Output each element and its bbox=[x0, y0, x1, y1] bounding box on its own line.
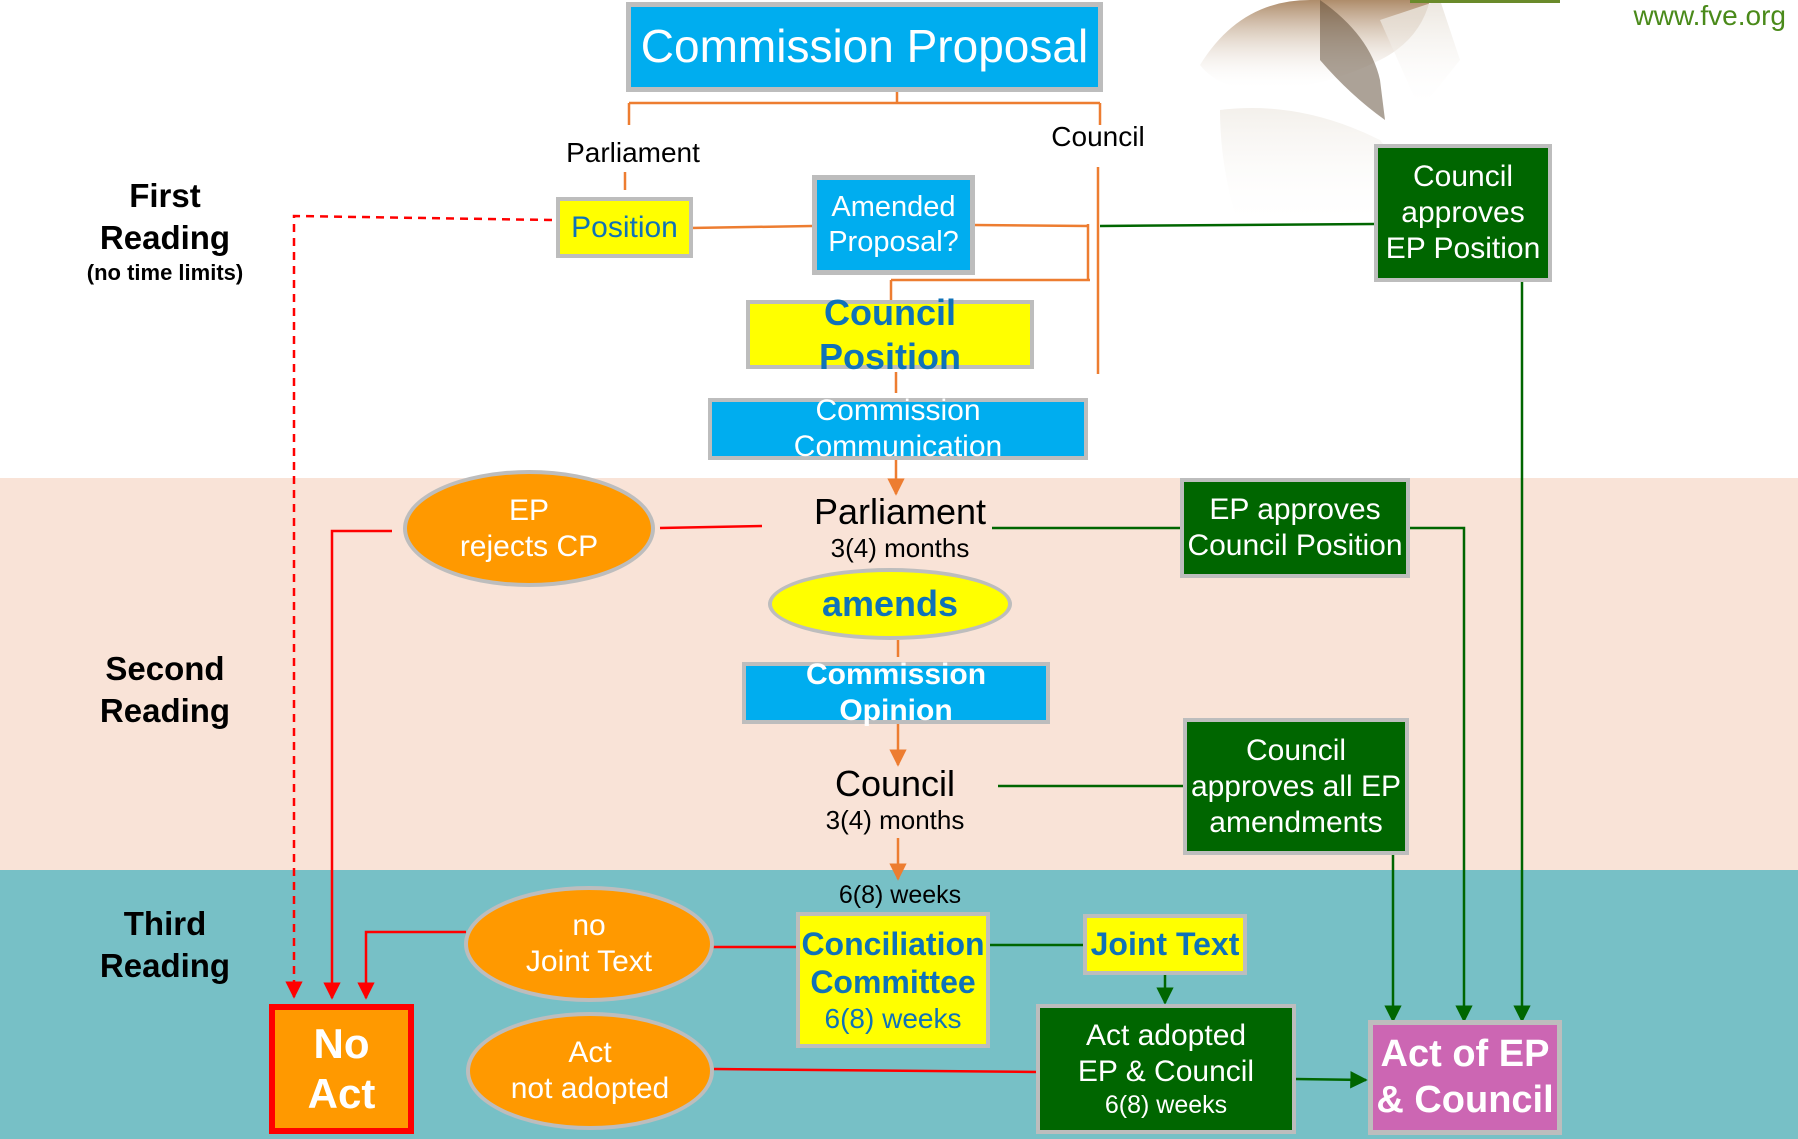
act-adopted-line1: Act adopted bbox=[1085, 1019, 1247, 1052]
amended-proposal-line1: Amended bbox=[831, 191, 956, 224]
council-approves-all-line1: Council bbox=[1245, 733, 1347, 767]
first-reading-title-2: Reading bbox=[99, 219, 231, 257]
ep-position-text: Position bbox=[571, 210, 678, 244]
council-approves-line2: approves bbox=[1401, 196, 1525, 229]
council-approves-line1: Council bbox=[1412, 160, 1514, 193]
commission-communication-text: Commission Communication bbox=[793, 394, 1003, 463]
council-second-reading: Council 3(4) months bbox=[790, 762, 1000, 836]
ep-rejects-cp-ellipse[interactable]: EP rejects CP bbox=[403, 470, 655, 587]
third-reading-label: Third Reading bbox=[60, 903, 270, 987]
amends-text: amends bbox=[821, 583, 959, 625]
conciliation-committee-box[interactable]: Conciliation Committee 6(8) weeks bbox=[796, 912, 990, 1048]
ep-rejects-line2: rejects CP bbox=[459, 529, 599, 563]
parliament-label-first: Parliament bbox=[566, 137, 700, 168]
amended-proposal-line2: Proposal? bbox=[828, 226, 959, 258]
no-joint-text-line1: no bbox=[572, 909, 606, 942]
ep-approves-council-position-box[interactable]: EP approves Council Position bbox=[1180, 478, 1410, 578]
act-of-ep-council-box[interactable]: Act of EP & Council bbox=[1368, 1020, 1562, 1135]
commission-opinion-box[interactable]: Commission Opinion bbox=[742, 658, 1050, 727]
second-reading-title-1: Second bbox=[105, 650, 225, 687]
commission-opinion-text: Commission Opinion bbox=[805, 658, 987, 727]
act-adopted-box[interactable]: Act adopted EP & Council 6(8) weeks bbox=[1036, 1004, 1296, 1134]
second-reading-label: Second Reading bbox=[60, 648, 270, 732]
amended-proposal-box[interactable]: Amended Proposal? bbox=[812, 175, 975, 275]
conciliation-weeks-label: 6(8) weeks bbox=[838, 881, 962, 909]
first-reading-title-1: First bbox=[129, 177, 201, 214]
council-second-title: Council bbox=[834, 763, 956, 804]
no-act-box[interactable]: No Act bbox=[269, 1004, 414, 1134]
act-of-ep-line2: & Council bbox=[1376, 1078, 1554, 1121]
council-approves-all-amendments-box[interactable]: Council approves all EP amendments bbox=[1183, 718, 1409, 855]
council-approves-line3: EP Position bbox=[1385, 232, 1541, 265]
joint-text-box[interactable]: Joint Text bbox=[1083, 914, 1247, 975]
ep-rejects-line1: EP bbox=[508, 493, 550, 527]
no-act-line1: No bbox=[313, 1019, 370, 1067]
commission-proposal-text: Commission Proposal bbox=[640, 20, 1089, 73]
first-reading-note: (no time limits) bbox=[86, 260, 244, 286]
third-reading-title-1: Third bbox=[123, 905, 207, 942]
council-position-box[interactable]: Council Position bbox=[746, 292, 1034, 377]
act-adopted-line2: EP & Council bbox=[1077, 1055, 1255, 1088]
ep-position-box[interactable]: Position bbox=[556, 197, 693, 258]
parliament-second-title: Parliament bbox=[813, 491, 987, 532]
council-second-time: 3(4) months bbox=[825, 805, 965, 836]
parliament-second-time: 3(4) months bbox=[830, 533, 970, 564]
ep-approves-line2: Council Position bbox=[1187, 529, 1403, 562]
third-reading-title-2: Reading bbox=[99, 947, 231, 985]
amends-ellipse[interactable]: amends bbox=[768, 568, 1012, 640]
website-url[interactable]: www.fve.org bbox=[1633, 0, 1787, 31]
first-reading-label: First Reading (no time limits) bbox=[60, 175, 270, 288]
no-act-line2: Act bbox=[307, 1070, 376, 1117]
conciliation-time: 6(8) weeks bbox=[824, 1002, 962, 1034]
no-joint-text-ellipse[interactable]: no Joint Text bbox=[464, 886, 714, 1002]
council-approves-all-line3: amendments bbox=[1209, 805, 1383, 839]
council-label-first: Council bbox=[1051, 121, 1145, 152]
conciliation-line1: Conciliation bbox=[801, 925, 985, 962]
second-reading-title-2: Reading bbox=[99, 692, 231, 730]
act-not-adopted-line2: not adopted bbox=[510, 1072, 670, 1105]
council-approves-all-line2: approves all EP bbox=[1190, 769, 1402, 803]
joint-text-text: Joint Text bbox=[1090, 926, 1240, 963]
council-approves-ep-position-box[interactable]: Council approves EP Position bbox=[1374, 144, 1552, 282]
no-joint-text-line2: Joint Text bbox=[525, 945, 653, 978]
commission-proposal-box[interactable]: Commission Proposal bbox=[626, 2, 1103, 92]
parliament-second-reading: Parliament 3(4) months bbox=[780, 490, 1020, 564]
conciliation-line2: Committee bbox=[810, 964, 976, 1001]
act-adopted-time: 6(8) weeks bbox=[1104, 1091, 1228, 1119]
act-of-ep-line1: Act of EP bbox=[1380, 1032, 1550, 1075]
act-not-adopted-line1: Act bbox=[568, 1036, 612, 1069]
ep-approves-line1: EP approves bbox=[1209, 493, 1381, 526]
animal-photo-decoration bbox=[1200, 0, 1560, 230]
act-not-adopted-ellipse[interactable]: Act not adopted bbox=[466, 1012, 714, 1130]
commission-communication-box[interactable]: Commission Communication bbox=[708, 394, 1088, 463]
council-position-text: Council Position bbox=[819, 292, 961, 377]
